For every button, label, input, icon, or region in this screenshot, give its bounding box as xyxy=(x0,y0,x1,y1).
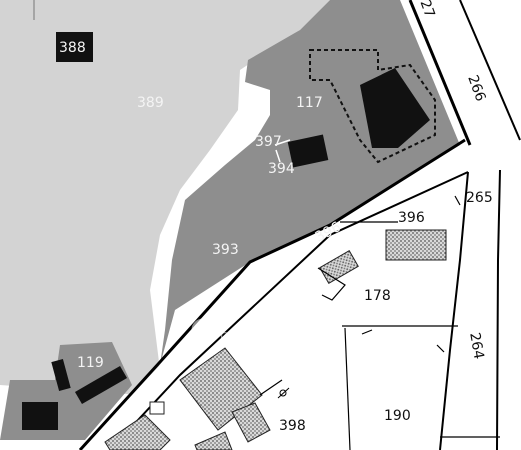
right-boundary-1 xyxy=(408,0,472,146)
dashed-outline-117 xyxy=(309,49,436,164)
lot-tick-3 xyxy=(361,329,373,335)
building-394 xyxy=(287,134,329,168)
building-117-large xyxy=(360,68,430,148)
building-119-b xyxy=(74,365,128,405)
marker-line-394 xyxy=(275,149,281,163)
label-119: 119 xyxy=(77,355,104,371)
building-hatched-3 xyxy=(104,414,171,450)
watermark-text: casa.it xyxy=(220,328,266,344)
lot-line-178 xyxy=(317,267,346,301)
label-190: 190 xyxy=(384,408,411,424)
label-388: 388 xyxy=(59,40,86,56)
label-396: 396 xyxy=(398,210,425,226)
marker-line-397 xyxy=(274,139,291,146)
parcel-389-area xyxy=(0,0,330,395)
road-edge-lower xyxy=(109,171,469,450)
label-394: 394 xyxy=(268,161,295,177)
right-boundary-2 xyxy=(459,0,521,141)
right-boundary-4 xyxy=(496,169,501,450)
label-178: 178 xyxy=(364,288,391,304)
watermark-logo xyxy=(191,318,215,342)
building-388 xyxy=(56,32,93,62)
label-265: 265 xyxy=(466,190,493,206)
label-266: 266 xyxy=(464,73,488,104)
building-396-hatched xyxy=(385,229,447,261)
lot-line-398 xyxy=(259,379,283,396)
building-hatched-4 xyxy=(194,431,233,450)
label-117: 117 xyxy=(296,95,323,111)
label-397: 397 xyxy=(255,134,282,150)
label-389: 389 xyxy=(137,95,164,111)
lot-line-190-left xyxy=(344,327,351,450)
label-398: 398 xyxy=(279,418,306,434)
label-264: 264 xyxy=(466,331,486,360)
label-27: 27 xyxy=(416,0,437,20)
building-119-c xyxy=(22,402,58,430)
survey-mark-icon xyxy=(277,387,290,399)
road-edge-upper xyxy=(78,138,466,450)
building-hatched-5 xyxy=(149,401,165,415)
lot-tick-1 xyxy=(454,195,461,206)
lot-tick-2 xyxy=(436,344,445,353)
label-393: 393 xyxy=(212,242,239,258)
road xyxy=(80,140,470,450)
right-boundary-3 xyxy=(439,171,469,450)
building-119-a xyxy=(51,358,71,392)
building-hatched-2 xyxy=(231,402,271,443)
